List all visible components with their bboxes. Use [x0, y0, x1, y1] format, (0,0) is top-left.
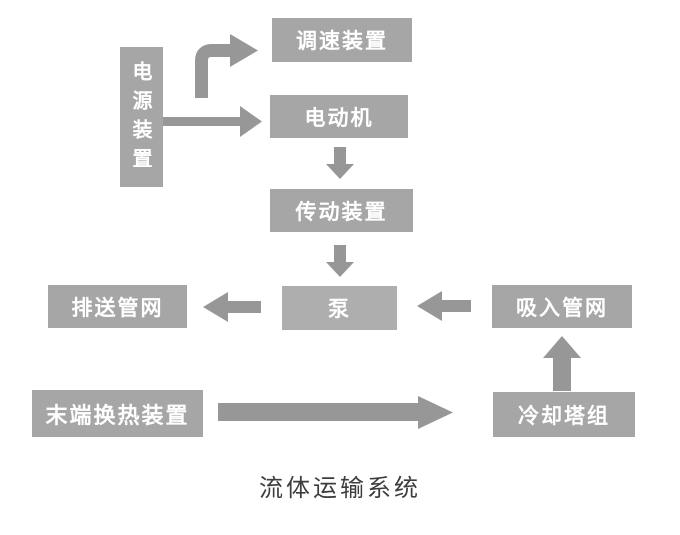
arrow-power-to-speed-control-icon: [195, 34, 258, 98]
diagram-title: 流体运输系统: [259, 474, 421, 502]
node-terminal-heat-exchange: 末端换热装置: [32, 390, 203, 437]
node-cooling-tower-group: 冷却塔组: [493, 392, 635, 437]
node-suction-pipe-network: 吸入管网: [492, 285, 632, 328]
node-pump: 泵: [282, 286, 397, 330]
arrow-pump-to-discharge-icon: [203, 292, 261, 322]
node-electric-motor: 电动机: [270, 95, 408, 138]
arrow-power-to-motor-icon: [163, 106, 262, 137]
arrow-suction-to-pump-icon: [417, 291, 471, 321]
arrow-transmission-to-pump-icon: [326, 245, 354, 277]
node-discharge-pipe-network: 排送管网: [48, 285, 187, 328]
arrow-terminal-to-cooling-icon: [218, 396, 453, 429]
node-speed-control: 调速装置: [272, 18, 412, 62]
node-power-supply: 电源装置: [120, 47, 163, 187]
arrow-cooling-to-suction-icon: [543, 336, 581, 391]
node-transmission-device: 传动装置: [270, 189, 413, 232]
arrow-motor-to-transmission-icon: [326, 147, 354, 179]
